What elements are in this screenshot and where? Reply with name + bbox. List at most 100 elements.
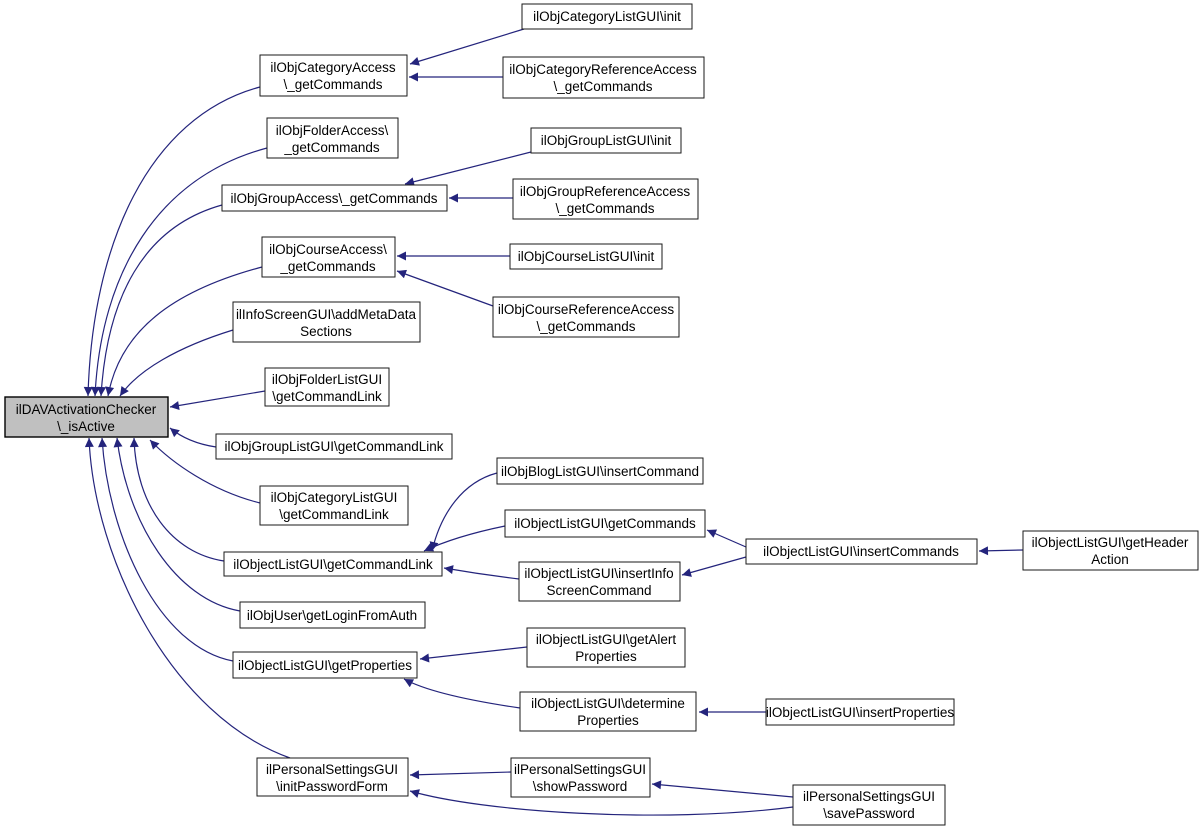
node-il-object-list-gui-getcommands: ilObjectListGUI\getCommands [504,509,706,538]
node-box-cat-list-init[interactable] [521,3,693,30]
edge-insertcommands-to-insertinfo [681,556,747,577]
node-il-obj-group-access-getcommands: ilObjGroupAccess\_getCommands [221,184,448,212]
node-box-course-list-init[interactable] [509,243,663,270]
node-box-initpassword[interactable] [256,757,409,797]
node-il-object-list-gui-insert-commands: ilObjectListGUI\insertCommands [745,538,978,565]
node-box-cat-access[interactable] [259,54,408,97]
node-label-line2: \getCommandLink [279,507,389,522]
node-il-object-list-gui-get-alert-properties: ilObjectListGUI\getAlert Properties [526,627,686,668]
edge-insertinfo-to-getcommandlink [443,565,520,580]
node-box-root [4,396,169,438]
edge-getproperties-to-root [98,437,234,662]
node-label: ilObjectListGUI\getCommandLink [233,557,433,572]
node-box-course-access[interactable] [261,236,396,278]
node-box-determineprops[interactable] [519,691,697,732]
node-box-savepassword[interactable] [792,784,946,826]
edge-folder-listgui-to-root [169,390,266,410]
edge-group-list-init-to-group-access [404,151,532,187]
edge-group-listgui-to-root [169,427,217,448]
node-label: ilObjCourseListGUI\init [518,249,655,264]
node-label-line2: \_getCommands [555,201,654,216]
node-label-line2: ScreenCommand [546,583,651,598]
node-box-objuser[interactable] [239,601,426,629]
edge-getcommands-to-getcommandlink [423,525,506,552]
edge-getheader-to-insertcommands [978,546,1024,556]
node-il-obj-category-list-gui-init: ilObjCategoryListGUI\init [521,3,693,30]
node-label-line2: Sections [300,324,352,339]
node-label: ilObjUser\getLoginFromAuth [247,608,417,623]
node-box-info-screen[interactable] [232,301,421,343]
node-label: ilObjectListGUI\getCommands [514,516,696,531]
edge-savepassword-to-showpassword [651,780,794,798]
node-il-object-list-gui-insert-info-screen-command: ilObjectListGUI\insertInfo ScreenCommand [518,561,681,602]
node-il-obj-category-access-getcommands: ilObjCategoryAccess \_getCommands [259,54,408,97]
node-label-line1: ilDAVActivationChecker [16,402,157,417]
node-box-getheader[interactable] [1022,530,1199,571]
node-box-getproperties[interactable] [232,651,418,679]
node-label-line1: ilObjCategoryReferenceAccess [509,62,697,77]
edge-cat-listgui-to-root [149,439,261,504]
edge-folder-access-to-root [90,147,268,397]
node-box-folder-listgui[interactable] [264,367,390,407]
node-box-group-list-init[interactable] [530,127,682,154]
node-box-group-listgui[interactable] [215,433,453,460]
node-box-group-access[interactable] [221,184,448,212]
node-label: ilObjCategoryListGUI\init [533,9,681,24]
node-box-getcommands[interactable] [504,509,706,538]
node-il-object-list-gui-determine-properties: ilObjectListGUI\determine Properties [519,691,697,732]
node-label: ilObjGroupAccess\_getCommands [230,191,437,206]
node-label-line1: ilInfoScreenGUI\addMetaData [236,307,417,322]
node-label-line1: ilObjectListGUI\determine [531,696,685,711]
node-label-line2: _getCommands [283,140,380,155]
node-il-dav-activation-checker-is-active-root: ilDAVActivationChecker \_isActive [4,396,169,438]
node-box-getcommandlink[interactable] [223,551,443,577]
node-label-line2: Action [1091,552,1129,567]
edge-cat-access-to-root [83,86,261,397]
node-il-object-list-gui-getcommandlink: ilObjectListGUI\getCommandLink [223,551,443,577]
node-label-line2: \initPasswordForm [276,779,388,794]
node-box-insertprops[interactable] [765,698,955,726]
node-label-line2: Properties [577,713,639,728]
node-label: ilObjBlogListGUI\insertCommand [501,464,699,479]
node-box-folder-access[interactable] [266,117,399,159]
node-il-obj-category-reference-access-getcommands: ilObjCategoryReferenceAccess \_getComman… [502,56,705,99]
node-il-object-list-gui-get-header-action: ilObjectListGUI\getHeader Action [1022,530,1199,571]
edge-objuser-to-root [113,437,241,612]
node-label-line1: ilObjGroupReferenceAccess [520,184,691,199]
node-box-getalert[interactable] [526,627,686,668]
node-box-blog-list[interactable] [496,457,704,485]
node-label: ilObjGroupListGUI\getCommandLink [224,439,443,454]
node-box-insertcommands[interactable] [745,538,978,565]
node-il-obj-user-get-login-from-auth: ilObjUser\getLoginFromAuth [239,601,426,629]
node-label-line1: ilPersonalSettingsGUI [803,789,935,804]
node-label: ilObjectListGUI\insertProperties [766,705,955,720]
edge-savepassword-to-initpassword [409,789,794,816]
node-label-line1: ilObjFolderListGUI [272,372,382,387]
node-label-line1: ilObjCategoryAccess [270,60,396,75]
node-label-line1: ilPersonalSettingsGUI [514,762,646,777]
node-il-obj-course-access-getcommands: ilObjCourseAccess\ _getCommands [261,236,396,278]
node-box-showpassword[interactable] [510,757,651,798]
node-il-personal-settings-gui-show-password: ilPersonalSettingsGUI \showPassword [510,757,651,798]
node-layer: ilObjCategoryListGUI\init ilObjCategoryA… [4,3,1199,826]
node-box-course-ref-access[interactable] [492,296,680,338]
node-box-cat-ref-access[interactable] [502,56,705,99]
node-il-obj-group-reference-access-getcommands: ilObjGroupReferenceAccess \_getCommands [512,178,699,220]
node-label-line2: \_getCommands [283,77,382,92]
node-box-cat-listgui[interactable] [259,485,409,526]
node-box-insertinfo[interactable] [518,561,681,602]
node-il-obj-category-list-gui-getcommandlink: ilObjCategoryListGUI \getCommandLink [259,485,409,526]
node-il-obj-group-list-gui-init: ilObjGroupListGUI\init [530,127,682,154]
node-il-obj-course-list-gui-init: ilObjCourseListGUI\init [509,243,663,270]
edge-getcommandlink-to-root [129,437,225,562]
node-label-line1: ilObjFolderAccess\ [276,123,389,138]
node-box-group-ref-access[interactable] [512,178,699,220]
edge-getalert-to-getproperties [419,646,528,663]
node-label-line1: ilObjCourseAccess\ [269,242,387,257]
edge-determine-to-getproperties [403,678,521,709]
node-label-line2: Properties [575,649,637,664]
node-label-line1: ilObjectListGUI\insertInfo [524,566,673,581]
node-label-line2: \savePassword [823,806,915,821]
